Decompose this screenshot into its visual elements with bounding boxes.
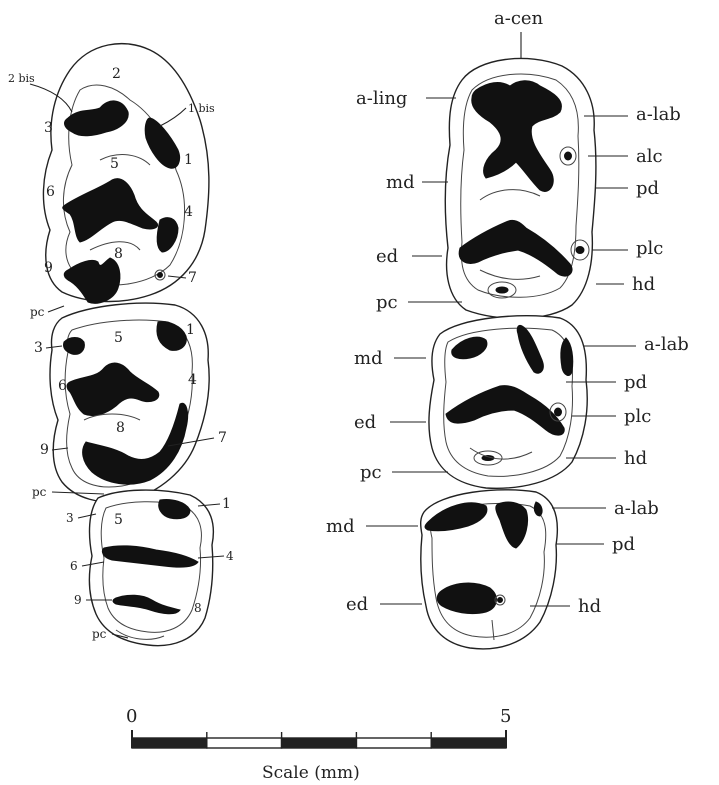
label-cusp: md — [386, 172, 415, 193]
label-cusp: ed — [376, 246, 398, 267]
upper-m3 — [89, 490, 213, 646]
label-cusp: a-lab — [644, 334, 689, 355]
label-cusp: 2 — [112, 66, 121, 82]
label-cusp: 4 — [184, 204, 193, 220]
label-cusp: a-ling — [356, 88, 407, 109]
label-cusp: alc — [636, 146, 663, 167]
label-cusp: pc — [360, 462, 382, 483]
label-cusp: 5 — [114, 512, 123, 528]
upper-toothrow: 2 2 bis 1 bis 3 1 5 6 4 8 9 7 pc 3 5 1 6… — [8, 44, 234, 646]
label-cusp: 1 — [184, 152, 193, 168]
scale-caption: Scale (mm) — [262, 763, 360, 783]
scale-segment — [207, 738, 282, 748]
label-cusp: hd — [578, 596, 601, 617]
label-cusp: 7 — [188, 270, 197, 286]
lower-toothrow: a-cen a-ling a-lab alc md pd ed plc hd p… — [326, 8, 689, 649]
label-cusp: pc — [376, 292, 398, 313]
label-cusp: pd — [636, 178, 659, 199]
label-cusp: pc — [30, 305, 45, 319]
label-cusp: md — [326, 516, 355, 537]
label-cusp: 2 bis — [8, 72, 35, 85]
label-cusp: ed — [346, 594, 368, 615]
scale-bar: 0 5 Scale (mm) — [126, 706, 511, 783]
label-cusp: hd — [632, 274, 655, 295]
label-cusp: md — [354, 348, 383, 369]
label-cusp: 6 — [46, 184, 55, 200]
label-cusp: 5 — [114, 330, 123, 346]
label-cusp: 8 — [194, 601, 202, 615]
label-cusp: 8 — [114, 246, 123, 262]
label-cusp: a-lab — [614, 498, 659, 519]
label-cusp: ed — [354, 412, 376, 433]
lower-m1 — [445, 58, 596, 318]
scale-segment — [282, 738, 357, 748]
scale-min-label: 0 — [126, 706, 137, 727]
label-cusp: 4 — [226, 549, 234, 563]
scale-segment — [356, 738, 431, 748]
label-cusp: 1 bis — [188, 102, 215, 115]
label-cusp: 3 — [44, 120, 53, 136]
label-cusp: plc — [636, 238, 663, 259]
label-cusp: hd — [624, 448, 647, 469]
label-cusp: 3 — [34, 340, 43, 356]
scale-segments — [132, 730, 506, 748]
scale-segment — [431, 738, 506, 748]
label-cusp: 9 — [74, 593, 82, 607]
lower-m2 — [429, 316, 587, 489]
label-cusp: 9 — [40, 442, 49, 458]
upper-m1 — [43, 44, 209, 304]
scale-segment — [132, 738, 207, 748]
label-cusp: 4 — [188, 372, 197, 388]
label-cusp: 7 — [218, 430, 227, 446]
label-cusp: 9 — [44, 260, 53, 276]
label-cusp: 3 — [66, 511, 74, 525]
label-cusp: 5 — [110, 156, 119, 172]
label-cusp: pc — [92, 627, 107, 641]
label-cusp: a-cen — [494, 8, 544, 29]
label-cusp: plc — [624, 406, 651, 427]
label-cusp: 1 — [222, 496, 231, 512]
label-cusp: 6 — [70, 559, 78, 573]
lower-m3 — [421, 490, 558, 649]
label-cusp: pc — [32, 485, 47, 499]
label-cusp: 8 — [116, 420, 125, 436]
label-cusp: pd — [612, 534, 635, 555]
label-cusp: 6 — [58, 378, 67, 394]
label-cusp: a-lab — [636, 104, 681, 125]
scale-max-label: 5 — [500, 706, 511, 727]
label-cusp: 1 — [186, 322, 195, 338]
label-cusp: pd — [624, 372, 647, 393]
